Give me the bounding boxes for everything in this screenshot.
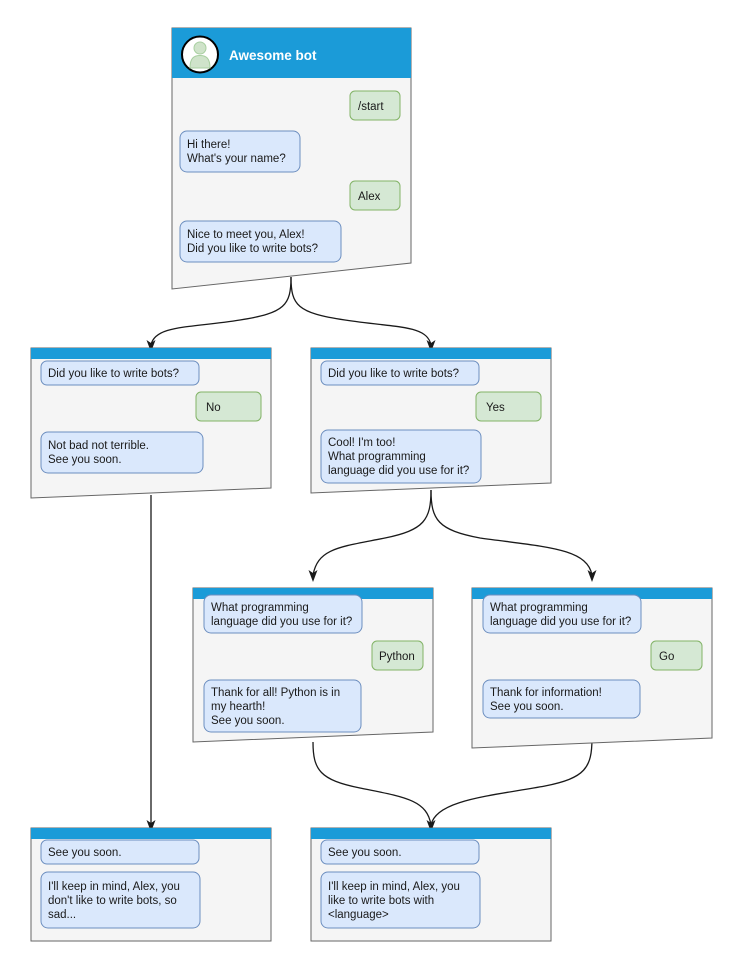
card-answer-yes[interactable]: Did you like to write bots? Yes Cool! I'… [310,347,552,494]
card-answer-python[interactable]: What programming language did you use fo… [192,587,434,743]
edge-arrowhead [146,820,156,832]
message-bubble-bot [203,679,362,733]
card-end-no-header [31,828,271,839]
card-answer-no[interactable]: Did you like to write bots? No Not bad n… [30,347,272,499]
edge-start-to-answer-no [150,276,292,346]
message-bubble-bot [320,429,482,484]
message-text: What programming [490,602,588,614]
message-bubble-bot [179,220,342,263]
message-bubble-bot [179,130,301,173]
message-text: See you soon. [211,715,285,727]
message-text: No [206,402,221,414]
message-text: Alex [358,191,381,203]
edge-group [146,276,597,832]
message-text: language did you use for it? [328,465,469,477]
message-text: Not bad not terrible. [48,440,149,452]
card-start-title: Awesome bot [229,48,317,63]
card-answer-no-header [31,348,271,359]
message-text: my hearth! [211,701,265,713]
message-text: language did you use for it? [490,616,631,628]
edge-arrowhead [587,570,597,582]
message-text: don't like to write bots, so [48,895,177,907]
message-text: See you soon. [48,847,122,859]
message-text: /start [358,101,384,113]
message-bubble-bot [320,871,481,929]
message-text: What programming [211,602,309,614]
message-bubble-user [371,640,424,671]
message-text: See you soon. [328,847,402,859]
message-bubble-bot [40,360,200,386]
edge-answer-yes-to-python [312,489,432,576]
message-text: Cool! I'm too! [328,437,395,449]
edge-arrowhead [146,340,156,352]
message-bubble-bot [320,839,480,865]
card-answer-go[interactable]: What programming language did you use fo… [471,587,713,749]
message-text: Python [379,651,415,663]
message-text: Go [659,651,674,663]
message-bubble-bot [40,839,200,865]
message-text: I'll keep in mind, Alex, you [328,881,460,893]
message-text: Hi there! [187,139,230,151]
card-answer-yes-header [311,348,551,359]
message-bubble-user [349,180,401,211]
card-answer-go-header [472,588,712,599]
message-bubble-bot [40,871,201,929]
message-text: sad... [48,909,76,921]
message-bubble-user [195,391,262,422]
card-end-no[interactable]: See you soon. I'll keep in mind, Alex, y… [30,827,272,942]
message-bubble-user [475,391,542,422]
message-bubble-user [349,90,401,121]
card-end-yes-header [311,828,551,839]
message-bubble-bot [203,594,363,634]
message-text: Thank for information! [490,687,602,699]
card-start[interactable]: Awesome bot /start Hi there! What's your… [171,27,412,290]
message-text: language did you use for it? [211,616,352,628]
edge-answer-yes-to-go [430,489,593,576]
message-text: Thank for all! Python is in [211,687,340,699]
edge-arrowhead [426,820,436,832]
message-text: Did you like to write bots? [48,368,179,380]
edge-arrowhead [308,570,318,582]
message-bubble-bot [482,594,642,634]
message-bubble-bot [482,679,641,719]
message-text: Nice to meet you, Alex! [187,229,305,241]
message-text: Did you like to write bots? [328,368,459,380]
person-avatar-icon [181,35,219,74]
edge-start-to-answer-yes [290,276,432,346]
edge-answer-python-to-end-yes [312,741,432,826]
message-text: What's your name? [187,153,286,165]
card-end-yes[interactable]: See you soon. I'll keep in mind, Alex, y… [310,827,552,942]
message-text: I'll keep in mind, Alex, you [48,881,180,893]
message-text: See you soon. [48,454,122,466]
message-bubble-bot [40,431,204,474]
message-text: Did you like to write bots? [187,243,318,255]
message-bubble-bot [320,360,480,386]
message-text: <language> [328,909,389,921]
message-text: See you soon. [490,701,564,713]
message-text: What programming [328,451,426,463]
message-text: Yes [486,402,505,414]
edge-arrowhead [426,340,436,352]
message-bubble-user [650,640,703,671]
card-answer-python-header [193,588,433,599]
message-text: like to write bots with [328,895,434,907]
edge-answer-go-to-end-yes [430,737,593,826]
